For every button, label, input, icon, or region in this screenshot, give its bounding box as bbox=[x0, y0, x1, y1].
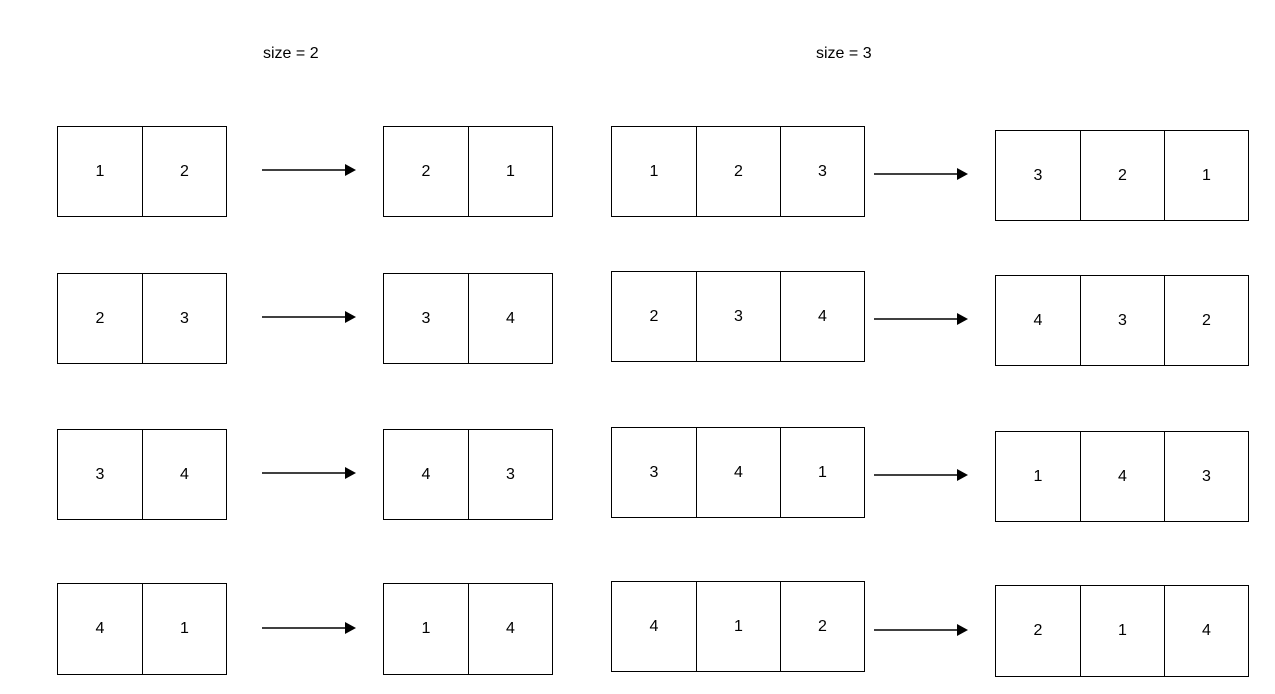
box-cell: 2 bbox=[142, 127, 226, 216]
box-cell: 1 bbox=[696, 582, 780, 671]
output-box-size2-row4: 1 4 bbox=[383, 583, 553, 675]
box-cell: 1 bbox=[95, 162, 105, 180]
box-cell: 2 bbox=[1033, 622, 1043, 639]
arrow-right-icon bbox=[874, 624, 968, 636]
box-cell: 2 bbox=[1164, 276, 1248, 365]
output-box-size3-row2: 4 3 2 bbox=[995, 275, 1249, 366]
output-box-size2-row3: 4 3 bbox=[383, 429, 553, 520]
box-cell: 3 bbox=[95, 465, 105, 483]
input-box-size2-row1: 1 2 bbox=[57, 126, 227, 217]
box-cell: 4 bbox=[142, 430, 226, 519]
output-box-size3-row4: 2 1 4 bbox=[995, 585, 1249, 677]
arrow-right-icon bbox=[262, 622, 356, 634]
box-cell: 4 bbox=[696, 428, 780, 517]
arrow-right-icon bbox=[262, 467, 356, 479]
box-cell: 4 bbox=[649, 617, 659, 635]
arrow-right-icon bbox=[874, 469, 968, 481]
box-cell: 1 bbox=[780, 428, 864, 517]
input-box-size2-row4: 4 1 bbox=[57, 583, 227, 675]
input-box-size3-row3: 3 4 1 bbox=[611, 427, 865, 518]
box-cell: 1 bbox=[468, 127, 552, 216]
box-cell: 1 bbox=[421, 620, 431, 637]
box-cell: 3 bbox=[1164, 432, 1248, 521]
box-cell: 4 bbox=[1033, 311, 1043, 329]
box-cell: 4 bbox=[468, 584, 552, 674]
box-cell: 4 bbox=[780, 272, 864, 361]
output-box-size3-row1: 3 2 1 bbox=[995, 130, 1249, 221]
box-cell: 4 bbox=[1080, 432, 1164, 521]
input-box-size2-row2: 2 3 bbox=[57, 273, 227, 364]
arrow-right-icon bbox=[262, 311, 356, 323]
box-cell: 2 bbox=[780, 582, 864, 671]
box-cell: 4 bbox=[95, 620, 105, 637]
panel-title-size-2: size = 2 bbox=[263, 45, 319, 62]
box-cell: 3 bbox=[649, 463, 659, 481]
box-cell: 1 bbox=[1033, 467, 1043, 485]
box-cell: 3 bbox=[142, 274, 226, 363]
input-box-size3-row4: 4 1 2 bbox=[611, 581, 865, 672]
arrow-right-icon bbox=[262, 164, 356, 176]
box-cell: 4 bbox=[1164, 586, 1248, 676]
box-cell: 4 bbox=[421, 465, 431, 483]
box-cell: 3 bbox=[468, 430, 552, 519]
box-cell: 3 bbox=[780, 127, 864, 216]
box-cell: 2 bbox=[649, 307, 659, 325]
arrow-right-icon bbox=[874, 313, 968, 325]
input-box-size3-row1: 1 2 3 bbox=[611, 126, 865, 217]
output-box-size3-row3: 1 4 3 bbox=[995, 431, 1249, 522]
box-cell: 1 bbox=[142, 584, 226, 674]
box-cell: 4 bbox=[468, 274, 552, 363]
box-cell: 2 bbox=[1080, 131, 1164, 220]
box-cell: 3 bbox=[1080, 276, 1164, 365]
box-cell: 3 bbox=[696, 272, 780, 361]
output-box-size2-row1: 2 1 bbox=[383, 126, 553, 217]
panel-title-size-3: size = 3 bbox=[816, 45, 872, 62]
box-cell: 1 bbox=[1080, 586, 1164, 676]
box-cell: 1 bbox=[1164, 131, 1248, 220]
box-cell: 2 bbox=[696, 127, 780, 216]
box-cell: 2 bbox=[95, 309, 105, 327]
box-cell: 3 bbox=[1033, 166, 1043, 184]
box-cell: 3 bbox=[421, 309, 431, 327]
box-cell: 2 bbox=[421, 162, 431, 180]
input-box-size3-row2: 2 3 4 bbox=[611, 271, 865, 362]
box-cell: 1 bbox=[649, 162, 659, 180]
input-box-size2-row3: 3 4 bbox=[57, 429, 227, 520]
output-box-size2-row2: 3 4 bbox=[383, 273, 553, 364]
arrow-right-icon bbox=[874, 168, 968, 180]
